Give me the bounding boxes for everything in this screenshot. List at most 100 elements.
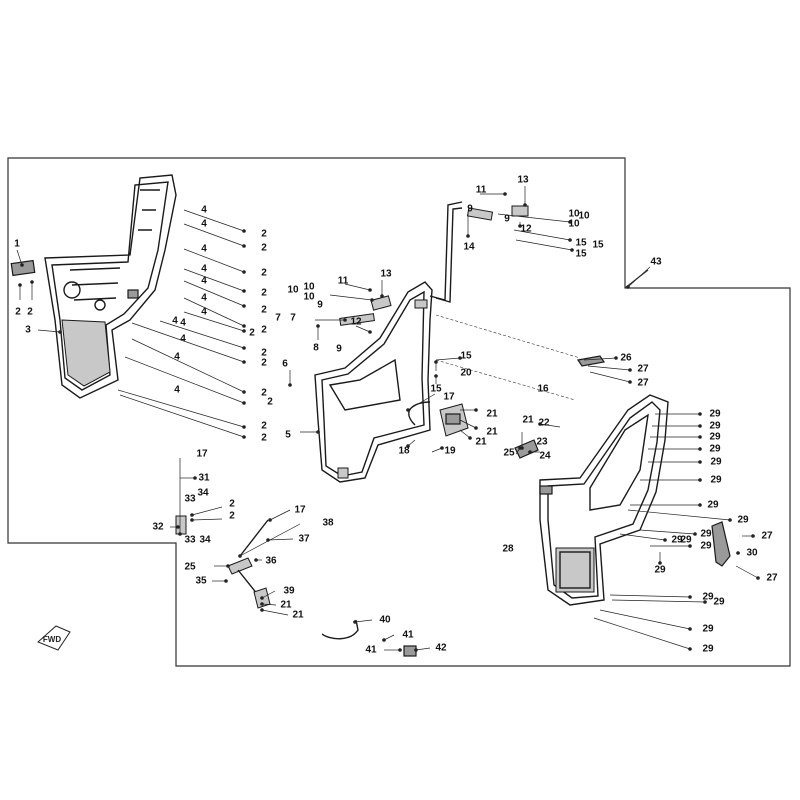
callout-number: 25 [503, 448, 515, 459]
callout-number: 37 [298, 534, 310, 545]
callout-number: 29 [700, 541, 712, 552]
callout-number: 2 [261, 325, 267, 336]
callout-number: 4 [180, 334, 186, 345]
leader-line [619, 533, 666, 541]
leader-line [599, 609, 691, 630]
fastener-dot [242, 425, 246, 429]
callout-number: 32 [152, 522, 164, 533]
leader-line [261, 603, 277, 606]
callout-number: 40 [379, 615, 391, 626]
callout-number: 2 [15, 307, 21, 318]
inner-handle [514, 439, 539, 459]
leader-line [593, 617, 691, 650]
callout-number: 25 [184, 562, 196, 573]
fastener-dot [368, 288, 372, 292]
assembly-line [435, 359, 576, 401]
callout-number: 12 [520, 224, 532, 235]
fastener-dot [368, 330, 372, 334]
door-frame [314, 281, 433, 483]
latch-assembly [439, 403, 469, 437]
callout-number: 27 [761, 531, 773, 542]
leader-line [267, 538, 294, 541]
fastener-dot [176, 525, 180, 529]
leader-line [261, 590, 276, 599]
leader-line [131, 338, 245, 393]
fastener-dot [242, 435, 246, 439]
callout-number: 2 [261, 433, 267, 444]
callout-number: 43 [650, 257, 662, 268]
fastener-dot [242, 401, 246, 405]
callout-number: 33 [184, 535, 196, 546]
callout-number: 4 [174, 385, 180, 396]
callout-number: 33 [184, 494, 196, 505]
callout-number: 2 [229, 499, 235, 510]
fastener-dot [316, 430, 320, 434]
callout-number: 15 [430, 384, 442, 395]
fastener-dot [698, 503, 702, 507]
fastener-dot [568, 220, 572, 224]
callout-number: 29 [680, 535, 692, 546]
callout-number: 2 [261, 243, 267, 254]
callout-number: 2 [261, 421, 267, 432]
callout-number: 36 [265, 556, 277, 567]
callout-number: 16 [537, 384, 549, 395]
callout-number: 34 [199, 535, 211, 546]
fastener-dot [260, 602, 264, 606]
fastener-dot [698, 424, 702, 428]
callout-number: 38 [322, 518, 334, 529]
leader-line [407, 393, 436, 411]
callout-number: 24 [539, 451, 551, 462]
leader-line [344, 283, 371, 291]
callout-number: 13 [517, 175, 529, 186]
callout-number: 19 [444, 446, 456, 457]
fastener-dot [626, 285, 630, 289]
callout-number: 3 [25, 325, 31, 336]
callout-number: 29 [707, 500, 719, 511]
leader-line [383, 634, 395, 641]
fastener-dot [628, 380, 632, 384]
callout-number: 29 [709, 444, 721, 455]
leader-line [329, 294, 373, 301]
leader-line [513, 229, 571, 241]
fastener-dot [398, 648, 402, 652]
callout-number: 39 [283, 586, 295, 597]
leader-line [183, 280, 245, 307]
callout-number: 1 [14, 239, 20, 250]
fastener-dot [503, 192, 507, 196]
callout-number: 2 [267, 397, 273, 408]
callout-number: 27 [766, 573, 778, 584]
fastener-dot [226, 564, 230, 568]
fastener-dot [751, 534, 755, 538]
fastener-dot [58, 330, 62, 334]
fastener-dot [254, 558, 258, 562]
callout-number: 10 [568, 219, 580, 230]
callout-number: 41 [402, 630, 414, 641]
part-42 [403, 645, 417, 657]
left-door-panel [44, 174, 177, 399]
fastener-dot [518, 446, 522, 450]
fastener-dot [688, 627, 692, 631]
leader-line [269, 509, 291, 521]
fastener-dot [18, 283, 22, 287]
fastener-dot [238, 554, 242, 558]
callout-number: 13 [380, 269, 392, 280]
right-door-panel [539, 394, 669, 606]
callout-number: 21 [292, 610, 304, 621]
fastener-dot [523, 203, 527, 207]
leader-line [16, 249, 23, 266]
fastener-dot [288, 383, 292, 387]
callout-number: 2 [261, 288, 267, 299]
callout-number: 9 [336, 344, 342, 355]
callout-number: 12 [350, 317, 362, 328]
fastener-dot [242, 289, 246, 293]
leader-line [415, 647, 431, 651]
upper-rod [429, 201, 463, 303]
callout-number: 41 [365, 645, 377, 656]
callout-number: 22 [538, 418, 550, 429]
callout-number: 9 [317, 300, 323, 311]
callout-number: 10 [303, 292, 315, 303]
callout-number: 17 [196, 449, 208, 460]
fastener-dot [268, 518, 272, 522]
leader-line [609, 594, 691, 598]
